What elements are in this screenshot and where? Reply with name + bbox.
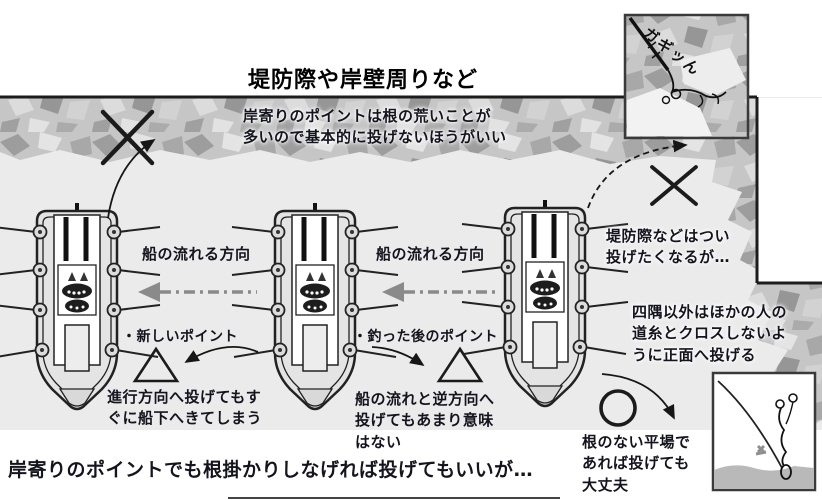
drift-direction-label-right: 船の流れる方向 — [376, 245, 485, 263]
arrow-to-flat-inset — [601, 373, 675, 420]
after-point-label: ・釣った後のポイント — [353, 329, 498, 345]
reverse-cast-note: 船の流れと逆方向へ 投げてもあまり意味 はない — [355, 390, 495, 451]
forward-cast-note: 進行方向へ投げてもす ぐに船下へきてしまう — [107, 388, 263, 428]
diagram-title: 堤防際や岸壁周りなど — [248, 68, 479, 93]
cast-arrow-topleft — [107, 139, 156, 219]
embankment-note: 堤防際などはつい 投げたくなるが… — [606, 227, 731, 267]
drift-arrow-middle — [382, 282, 498, 302]
no-cast-x-left — [100, 109, 155, 166]
after-point-triangle — [436, 346, 484, 383]
bottom-caption: 岸寄りのポイントでも根掛かりしなげれば投げてもいいが… — [8, 459, 534, 481]
shore-warning-note: 岸寄りのポイントは根の荒いことが 多いので基本的に投げないほうがいい — [243, 107, 507, 147]
arrow-to-after-point — [371, 346, 425, 367]
cast-arrow-right — [587, 139, 688, 209]
new-point-label: ・新しいポイント — [122, 329, 238, 345]
ok-circle — [599, 389, 637, 427]
new-point-triangle — [132, 346, 180, 383]
snag-inset — [623, 13, 750, 140]
flat-bottom-inset — [711, 371, 817, 492]
arrow-to-new-point — [184, 345, 259, 363]
corners-note: 四隅以外はほかの人の 道糸とクロスしないよ うに正面へ投げる — [632, 303, 788, 364]
quay-corner — [758, 98, 822, 282]
drift-direction-label-left: 船の流れる方向 — [142, 245, 251, 263]
drift-arrow-left — [138, 282, 257, 302]
no-cast-x-right — [650, 165, 698, 206]
bottom-edge-line — [228, 497, 560, 499]
flat-ok-note: 根のない平場で あれば投げても 大丈夫 — [582, 433, 691, 494]
